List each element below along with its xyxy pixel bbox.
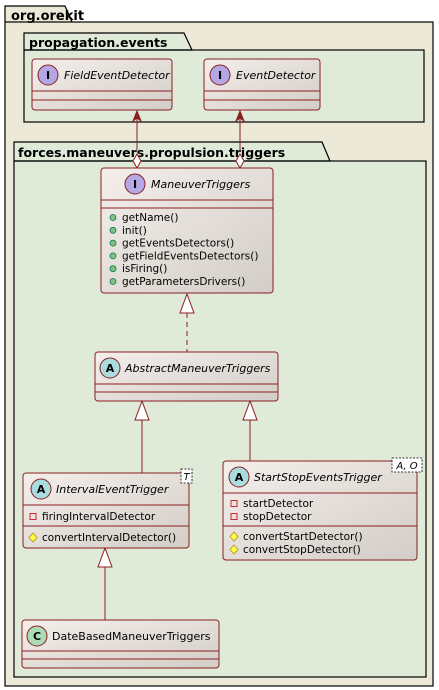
svg-text:A, O: A, O bbox=[395, 461, 417, 472]
protected-visibility-icon bbox=[229, 544, 239, 555]
class-name: AbstractManeuverTriggers bbox=[124, 362, 271, 375]
field-item: startDetector bbox=[243, 498, 314, 510]
generalization-date-based-maneuver-triggers bbox=[97, 546, 113, 620]
private-visibility-icon bbox=[230, 500, 238, 507]
generic-parameter-badge: T bbox=[180, 468, 193, 484]
svg-text:T: T bbox=[183, 472, 190, 483]
public-visibility-icon bbox=[109, 214, 117, 221]
public-visibility-icon bbox=[109, 226, 117, 234]
class-name: FieldEventDetector bbox=[64, 69, 171, 82]
public-visibility-icon bbox=[109, 252, 117, 260]
method-item: getEventsDetectors() bbox=[122, 238, 234, 250]
svg-text:A: A bbox=[106, 362, 115, 375]
class-maneuver-triggers[interactable]: I ManeuverTriggers getName()init()getEve… bbox=[100, 167, 274, 294]
class-event-detector[interactable]: I EventDetector bbox=[203, 58, 321, 111]
method-item: convertStopDetector() bbox=[243, 544, 361, 556]
field-item: firingIntervalDetector bbox=[42, 511, 156, 523]
abstract-badge-icon: A bbox=[228, 466, 250, 488]
public-visibility-icon bbox=[109, 278, 117, 285]
protected-visibility-icon bbox=[28, 532, 38, 543]
relationships bbox=[97, 109, 258, 620]
class-name: StartStopEventsTrigger bbox=[254, 471, 383, 484]
class-badge-icon: C bbox=[26, 625, 48, 647]
public-visibility-icon bbox=[109, 239, 117, 247]
class-name: EventDetector bbox=[236, 69, 317, 82]
method-item: getName() bbox=[122, 212, 178, 224]
interface-badge-icon: I bbox=[37, 64, 59, 86]
method-list: convertIntervalDetector() bbox=[28, 532, 176, 544]
svg-text:I: I bbox=[133, 178, 137, 191]
public-visibility-icon bbox=[109, 265, 117, 273]
method-item: convertIntervalDetector() bbox=[42, 532, 176, 544]
class-date-based-maneuver-triggers[interactable]: C DateBasedManeuverTriggers bbox=[21, 619, 220, 669]
method-item: init() bbox=[122, 225, 147, 237]
svg-text:I: I bbox=[218, 69, 222, 82]
class-interval-event-trigger[interactable]: A IntervalEventTrigger T firingIntervalD… bbox=[22, 468, 193, 549]
package-triggers: forces.maneuvers.propulsion.triggers bbox=[13, 141, 427, 678]
interface-badge-icon: I bbox=[209, 64, 231, 86]
class-name: IntervalEventTrigger bbox=[56, 483, 170, 496]
class-abstract-maneuver-triggers[interactable]: A AbstractManeuverTriggers bbox=[94, 351, 279, 402]
protected-visibility-icon bbox=[229, 531, 239, 542]
generalization-interval-event-trigger bbox=[134, 399, 150, 473]
abstract-badge-icon: A bbox=[99, 357, 121, 379]
class-field-event-detector[interactable]: I FieldEventDetector bbox=[31, 58, 173, 111]
association-field-event-detector bbox=[131, 109, 143, 170]
svg-text:A: A bbox=[37, 483, 46, 496]
method-item: getFieldEventsDetectors() bbox=[122, 250, 258, 262]
private-visibility-icon bbox=[230, 513, 238, 520]
package-title-org-orekit: org.orekit bbox=[11, 9, 84, 24]
generalization-start-stop-events-trigger bbox=[242, 399, 258, 461]
interface-badge-icon: I bbox=[124, 173, 146, 195]
class-start-stop-events-trigger[interactable]: A StartStopEventsTrigger A, O startDetec… bbox=[222, 457, 423, 561]
package-title-propagation-events: propagation.events bbox=[29, 35, 167, 50]
generic-parameter-badge: A, O bbox=[391, 457, 423, 473]
svg-text:A: A bbox=[235, 471, 244, 484]
class-name: DateBasedManeuverTriggers bbox=[52, 630, 211, 643]
private-visibility-icon bbox=[29, 513, 37, 520]
realization-abstract-maneuver-triggers bbox=[179, 292, 195, 352]
svg-text:I: I bbox=[46, 69, 50, 82]
field-list: firingIntervalDetector bbox=[29, 511, 156, 523]
field-item: stopDetector bbox=[243, 511, 312, 523]
abstract-badge-icon: A bbox=[30, 478, 52, 500]
class-name: ManeuverTriggers bbox=[151, 178, 250, 191]
method-list: convertStartDetector()convertStopDetecto… bbox=[229, 531, 363, 556]
method-item: getParametersDrivers() bbox=[122, 276, 245, 288]
method-item: isFiring() bbox=[122, 263, 167, 275]
association-event-detector bbox=[234, 109, 246, 170]
package-title-triggers: forces.maneuvers.propulsion.triggers bbox=[18, 145, 285, 160]
method-item: convertStartDetector() bbox=[243, 531, 363, 543]
method-list: getName()init()getEventsDetectors()getFi… bbox=[109, 212, 258, 288]
svg-text:C: C bbox=[33, 630, 41, 643]
